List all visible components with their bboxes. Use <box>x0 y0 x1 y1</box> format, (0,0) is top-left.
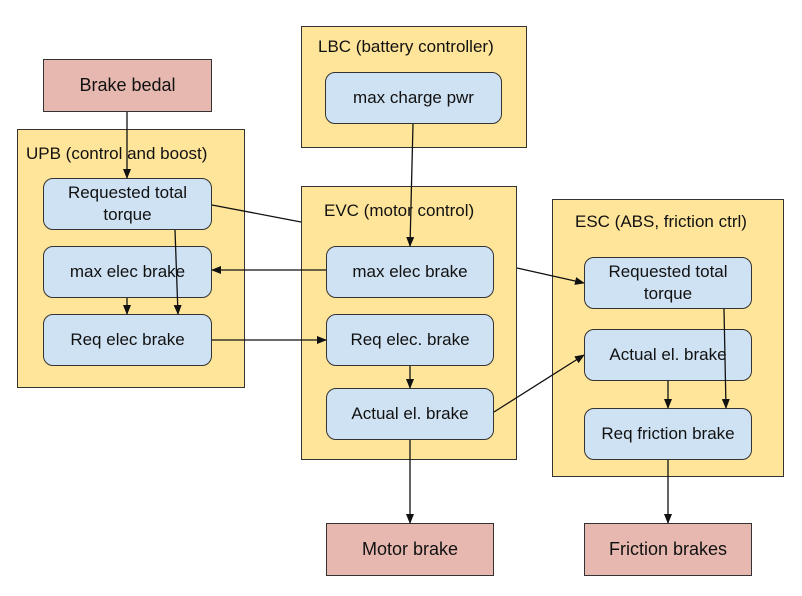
esc-requested-total-torque-node: Requested total torque <box>584 257 752 309</box>
upb-max-elec-brake-node: max elec brake <box>43 246 212 298</box>
esc-actual-el-brake-node: Actual el. brake <box>584 329 752 381</box>
upb-group-title: UPB (control and boost) <box>26 144 208 163</box>
evc-max-elec-brake-node: max elec brake <box>326 246 494 298</box>
brake-pedal-block: Brake bedal <box>43 59 212 112</box>
lbc-group-title: LBC (battery controller) <box>318 37 494 56</box>
upb-requested-total-torque-node: Requested total torque <box>43 178 212 230</box>
upb-req-elec-brake-node: Req elec brake <box>43 314 212 366</box>
friction-brakes-block: Friction brakes <box>584 523 752 576</box>
evc-group-title: EVC (motor control) <box>324 201 475 220</box>
lbc-max-charge-pwr-node: max charge pwr <box>325 72 502 124</box>
evc-actual-el-brake-node: Actual el. brake <box>326 388 494 440</box>
esc-group-title: ESC (ABS, friction ctrl) <box>575 212 747 231</box>
evc-req-elec-brake-node: Req elec. brake <box>326 314 494 366</box>
motor-brake-block: Motor brake <box>326 523 494 576</box>
esc-req-friction-brake-node: Req friction brake <box>584 408 752 460</box>
